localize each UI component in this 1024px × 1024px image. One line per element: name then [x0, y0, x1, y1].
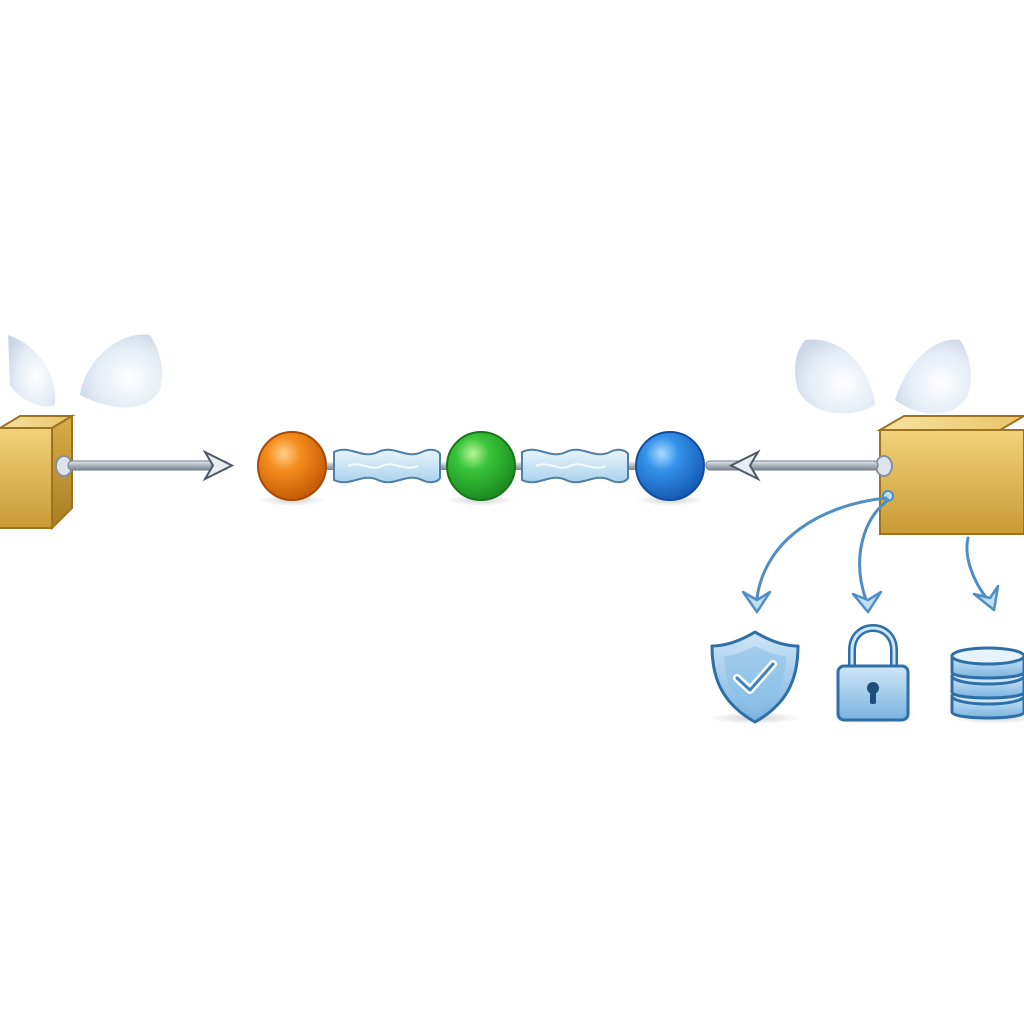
right-connector-arrow: [705, 449, 879, 482]
left-connector-arrow: [67, 449, 235, 482]
left-signal-wave-icon: [8, 334, 162, 408]
right-signal-wave-icon: [794, 339, 971, 414]
green-orb-icon: [446, 431, 516, 501]
orange-orb-icon: [257, 431, 327, 501]
left-box-icon: [0, 414, 76, 531]
shield-check-icon: [709, 630, 801, 724]
wavy-link-icon: [521, 448, 629, 484]
arrowhead-icon: [741, 590, 772, 614]
wavy-link-icon: [333, 448, 441, 484]
blue-orb-icon: [635, 431, 705, 501]
arrowhead-icon: [851, 590, 883, 614]
branch-arrows: [755, 490, 990, 602]
database-icon: [950, 646, 1024, 724]
arrowhead-icon: [972, 584, 1000, 612]
right-box-icon: [875, 415, 1024, 535]
padlock-icon: [829, 623, 917, 724]
